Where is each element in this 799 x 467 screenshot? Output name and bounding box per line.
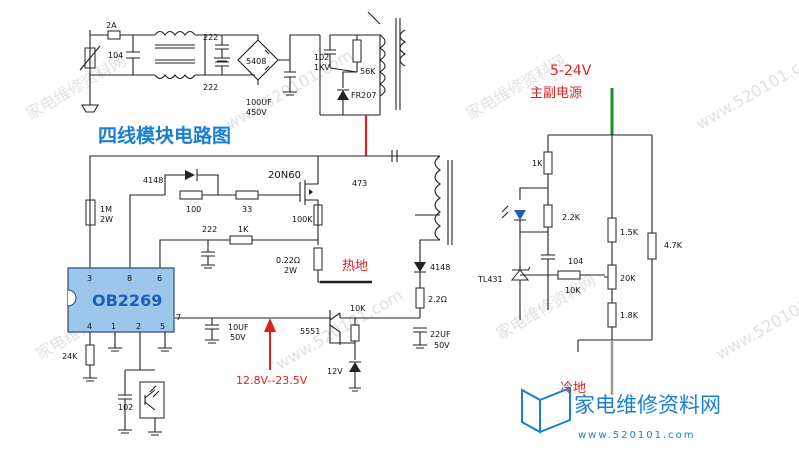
- d4148-gate-label: 4148: [143, 176, 163, 185]
- r1m-label-1: 1M: [100, 205, 112, 214]
- c222-bot-label: 222: [203, 83, 218, 92]
- svg-text:www.520101.com: www.520101.com: [273, 285, 407, 373]
- c473-label: 473: [352, 179, 367, 188]
- bulk-cap-label-1: 100UF: [246, 98, 272, 107]
- r24k-label: 24K: [62, 352, 78, 361]
- c104-out-label: 104: [568, 257, 583, 266]
- r10k-out-label: 10K: [565, 286, 581, 295]
- c222-cs-label: 222: [202, 225, 217, 234]
- ic-pin-3: 3: [87, 274, 92, 283]
- tl431-label: TL431: [477, 275, 503, 284]
- r2-2-label: 2.2Ω: [428, 295, 447, 304]
- r2-2k-label: 2.2K: [562, 213, 581, 222]
- out-label: 主副电源: [530, 86, 582, 101]
- svg-text:www.520101.com: www.520101.com: [693, 45, 799, 133]
- logo-url: www.520101.com: [578, 430, 696, 441]
- c10uf-label-2: 50V: [230, 333, 246, 342]
- c104-input-label: 104: [108, 51, 123, 60]
- c22uf-label-1: 22UF: [430, 330, 451, 339]
- c222-top-label: 222: [203, 33, 218, 42]
- c22uf-label-2: 50V: [434, 341, 450, 350]
- ic-name: OB2269: [92, 291, 162, 310]
- snub-res-label: 56K: [360, 67, 376, 76]
- mosfet-label: 20N60: [268, 170, 301, 181]
- svg-text:www.520101: www.520101: [713, 295, 799, 363]
- out-voltage-label: 5-24V: [550, 63, 592, 79]
- svg-text:www.520101.com: www.520101.com: [223, 45, 357, 133]
- bridge-label: 5408: [246, 57, 266, 66]
- bulk-cap-label-2: 450V: [246, 108, 267, 117]
- logo-text: 家电维修资料网: [574, 393, 721, 417]
- r1k-cs-label: 1K: [238, 225, 249, 234]
- fuse-label: 2A: [106, 21, 117, 30]
- d4148-aux-label: 4148: [430, 263, 450, 272]
- zener-label: 12V: [327, 367, 343, 376]
- r4-7k-label: 4.7K: [664, 241, 683, 250]
- ic-pin-5: 5: [160, 322, 165, 331]
- secondary-feedback-section: 5-24V 主副电源 1K 2.2K 104 TL431 10K 1.5K: [477, 63, 683, 396]
- r1-5k-label: 1.5K: [620, 228, 639, 237]
- ic-pin-4: 4: [87, 322, 92, 331]
- diagram-title: 四线模块电路图: [98, 124, 231, 147]
- q5551-label: 5551: [300, 327, 320, 336]
- input-section: 2A 104 222 222 5408 100UF 450V: [80, 12, 405, 117]
- hot-ground-label: 热地: [342, 259, 368, 274]
- vcc-range-label: 12.8V--23.5V: [236, 374, 308, 387]
- site-logo: 家电维修资料网 www.520101.com: [522, 388, 721, 441]
- c102-opto-label: 102: [118, 403, 133, 412]
- rsense-label-2: 2W: [284, 266, 297, 275]
- rsense-label-1: 0.22Ω: [276, 256, 300, 265]
- r33-label: 33: [242, 205, 252, 214]
- r1m-label-2: 2W: [100, 215, 113, 224]
- r1-8k-label: 1.8K: [620, 311, 639, 320]
- ic-pin-8: 8: [127, 274, 132, 283]
- r1k-out-label: 1K: [532, 159, 543, 168]
- r100k-label: 100K: [292, 215, 313, 224]
- ic-pin-1: 1: [111, 322, 116, 331]
- svg-text:家电维修资料网: 家电维修资料网: [23, 51, 130, 123]
- snub-diode-label: FR207: [351, 91, 376, 100]
- ic-pin-2: 2: [136, 322, 141, 331]
- ic-pin-6: 6: [157, 274, 162, 283]
- r20k-label: 20K: [620, 274, 636, 283]
- svg-text:家电维修资料网: 家电维修资料网: [493, 271, 600, 343]
- ic-pin-7: 7: [176, 313, 181, 322]
- snub-cap-label-2: 1KV: [314, 63, 330, 72]
- r10k-label: 10K: [350, 304, 366, 313]
- c10uf-label-1: 10UF: [228, 323, 249, 332]
- r100-label: 100: [186, 205, 201, 214]
- snub-cap-label-1: 102: [314, 53, 329, 62]
